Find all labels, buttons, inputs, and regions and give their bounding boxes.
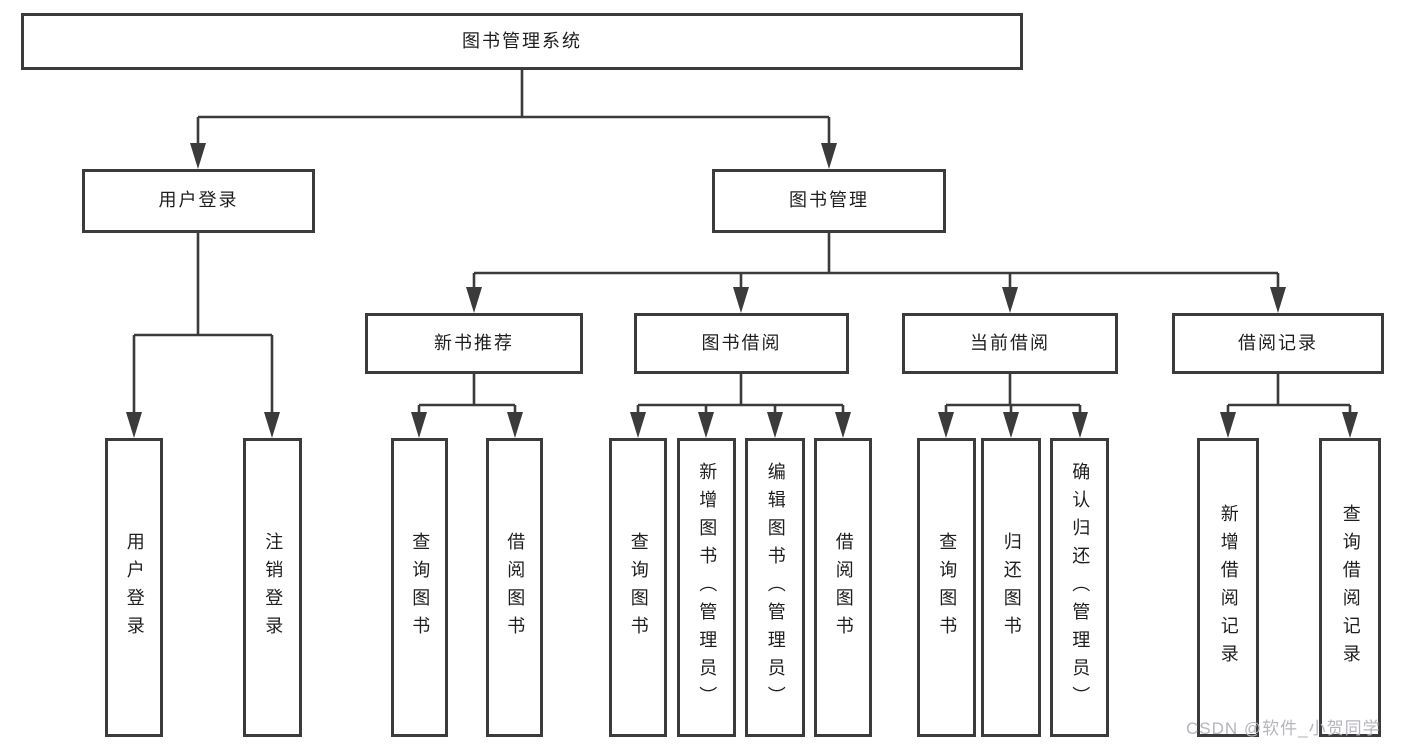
node-current-borrow: 当前借阅 xyxy=(902,313,1118,374)
node-label-borrow-records: 借阅记录 xyxy=(1238,332,1318,353)
node-label-root: 图书管理系统 xyxy=(462,30,582,51)
arrowhead-icon xyxy=(1003,412,1019,438)
arrowhead-icon xyxy=(411,412,427,438)
arrowhead-icon xyxy=(630,412,646,438)
node-label-leaf-user-login: 用户登录 xyxy=(124,531,145,644)
node-label-leaf-query-book-1: 查询图书 xyxy=(410,531,431,644)
node-leaf-user-login: 用户登录 xyxy=(105,438,163,737)
node-label-user-login: 用户登录 xyxy=(158,190,239,211)
node-leaf-logout: 注销登录 xyxy=(243,438,302,737)
arrowhead-icon xyxy=(821,143,837,169)
arrowhead-icon xyxy=(733,287,749,313)
arrowhead-icon xyxy=(1220,412,1236,438)
node-leaf-add-book: 新增图书（管理员） xyxy=(677,438,736,737)
node-leaf-query-record: 查询借阅记录 xyxy=(1319,438,1381,737)
node-new-book-rec: 新书推荐 xyxy=(365,313,583,374)
arrowhead-icon xyxy=(835,412,851,438)
node-user-login: 用户登录 xyxy=(82,169,315,233)
arrowhead-icon xyxy=(126,412,142,438)
node-label-leaf-add-book: 新增图书（管理员） xyxy=(697,461,718,714)
node-label-current-borrow: 当前借阅 xyxy=(970,332,1050,353)
node-leaf-borrow-book-2: 借阅图书 xyxy=(814,438,872,737)
node-book-mgmt: 图书管理 xyxy=(712,169,946,233)
node-label-leaf-add-record: 新增借阅记录 xyxy=(1218,503,1239,672)
arrowhead-icon xyxy=(190,143,206,169)
node-label-leaf-query-book-2: 查询图书 xyxy=(628,531,649,644)
node-leaf-return-book: 归还图书 xyxy=(981,438,1041,737)
node-label-leaf-logout: 注销登录 xyxy=(263,531,284,644)
node-leaf-query-book-1: 查询图书 xyxy=(391,438,448,737)
node-label-leaf-query-book-3: 查询图书 xyxy=(937,531,958,644)
watermark: CSDN @软件_小贺同学 xyxy=(1186,719,1381,738)
arrowhead-icon xyxy=(938,412,954,438)
arrowhead-icon xyxy=(264,412,280,438)
node-borrow-records: 借阅记录 xyxy=(1172,313,1384,374)
node-label-new-book-rec: 新书推荐 xyxy=(434,332,514,353)
node-leaf-confirm-return: 确认归还（管理员） xyxy=(1050,438,1109,737)
node-label-book-mgmt: 图书管理 xyxy=(789,190,869,211)
arrowhead-icon xyxy=(466,287,482,313)
arrowhead-icon xyxy=(1342,412,1358,438)
arrowhead-icon xyxy=(1002,287,1018,313)
node-label-leaf-edit-book: 编辑图书（管理员） xyxy=(765,461,786,714)
arrowhead-icon xyxy=(698,412,714,438)
node-root: 图书管理系统 xyxy=(21,13,1023,70)
node-label-leaf-borrow-book-1: 借阅图书 xyxy=(505,531,526,644)
node-leaf-query-book-3: 查询图书 xyxy=(917,438,976,737)
node-label-leaf-query-record: 查询借阅记录 xyxy=(1340,503,1361,672)
node-leaf-query-book-2: 查询图书 xyxy=(609,438,667,737)
arrowhead-icon xyxy=(507,412,523,438)
node-leaf-add-record: 新增借阅记录 xyxy=(1197,438,1259,737)
node-label-leaf-confirm-return: 确认归还（管理员） xyxy=(1070,461,1091,714)
node-leaf-borrow-book-1: 借阅图书 xyxy=(486,438,543,737)
node-leaf-edit-book: 编辑图书（管理员） xyxy=(745,438,805,737)
arrowhead-icon xyxy=(1072,412,1088,438)
node-label-leaf-borrow-book-2: 借阅图书 xyxy=(833,531,854,644)
node-book-borrow: 图书借阅 xyxy=(634,313,849,374)
node-label-leaf-return-book: 归还图书 xyxy=(1001,531,1022,644)
arrowhead-icon xyxy=(767,412,783,438)
node-label-book-borrow: 图书借阅 xyxy=(701,332,782,353)
arrowhead-icon xyxy=(1270,287,1286,313)
